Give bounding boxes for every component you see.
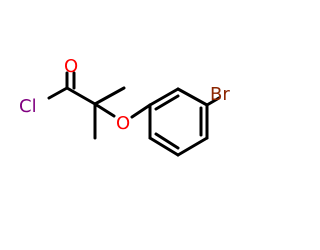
bond-oxygen-ring bbox=[130, 103, 152, 119]
ring-bond-2 bbox=[176, 87, 209, 107]
ring-double-bond-3 bbox=[154, 132, 180, 150]
molecule-structure: Cl O O Br bbox=[19, 56, 230, 157]
ring-bond-5 bbox=[148, 136, 180, 157]
ring-double-bond-1 bbox=[154, 94, 180, 111]
bond-methyl-upper bbox=[93, 86, 126, 106]
ring-bond-4 bbox=[176, 136, 209, 157]
bond-cl-carbonyl bbox=[47, 86, 69, 100]
bond-ring-bromine bbox=[205, 96, 221, 107]
ring-bond-1 bbox=[148, 87, 180, 107]
bond-quaternary-oxygen bbox=[93, 102, 116, 118]
bond-carbonyl-quaternary bbox=[65, 86, 97, 106]
atom-label-ether-oxygen: O bbox=[116, 113, 130, 134]
atom-label-carbonyl-oxygen: O bbox=[64, 56, 78, 77]
atom-label-bromine: Br bbox=[210, 84, 230, 105]
atom-label-chlorine: Cl bbox=[19, 96, 37, 117]
